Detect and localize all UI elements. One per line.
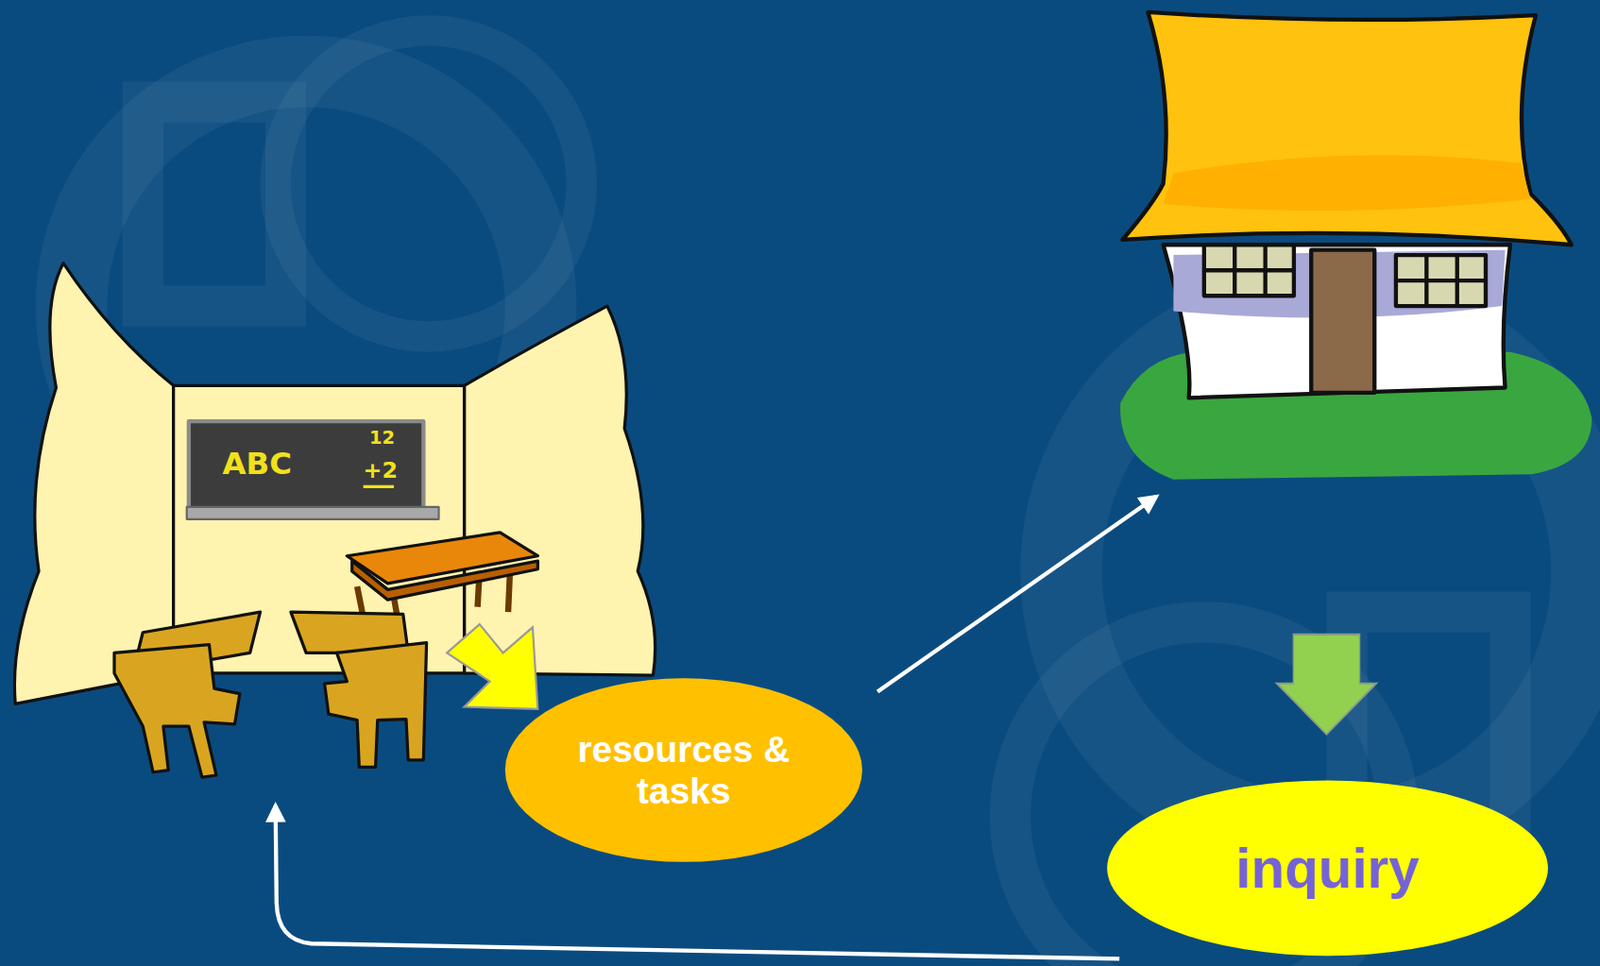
ellipse-shape: [505, 678, 863, 862]
window: [1204, 244, 1294, 296]
inquiry-ellipse: inquiry: [1106, 780, 1549, 956]
house: [1120, 12, 1592, 480]
house-wall: [1163, 244, 1511, 398]
student-chair: [114, 645, 240, 778]
chalk-ledge: [187, 507, 440, 520]
yellow-block-arrow: [446, 624, 538, 710]
white-arrow: [877, 496, 1157, 692]
roof: [1122, 12, 1571, 245]
student-chair: [324, 643, 427, 768]
right-wall: [464, 306, 656, 676]
chalkboard-text: +2: [363, 459, 398, 482]
window-bars: [1204, 244, 1294, 296]
green-block-arrow: [1276, 634, 1377, 735]
roof-shade: [1163, 154, 1532, 211]
teacher-desk-edge: [352, 561, 539, 600]
node-label: inquiry: [1123, 836, 1532, 901]
resource-ellipse: resources & tasks: [505, 678, 863, 862]
door: [1310, 250, 1375, 393]
ellipse-shape: [1106, 780, 1549, 956]
sum-line: [363, 485, 394, 489]
classroom: [14, 263, 655, 778]
chalkboard-text: ABC: [222, 448, 293, 479]
swirl: [275, 30, 582, 337]
window-bars: [1395, 255, 1486, 307]
chalkboard-text: 12: [369, 428, 395, 447]
background-swirls: [71, 30, 1593, 966]
chalkboard: [188, 421, 424, 511]
swirl: [142, 102, 286, 307]
window: [1395, 255, 1486, 307]
node-label: resources & tasks: [566, 728, 801, 813]
